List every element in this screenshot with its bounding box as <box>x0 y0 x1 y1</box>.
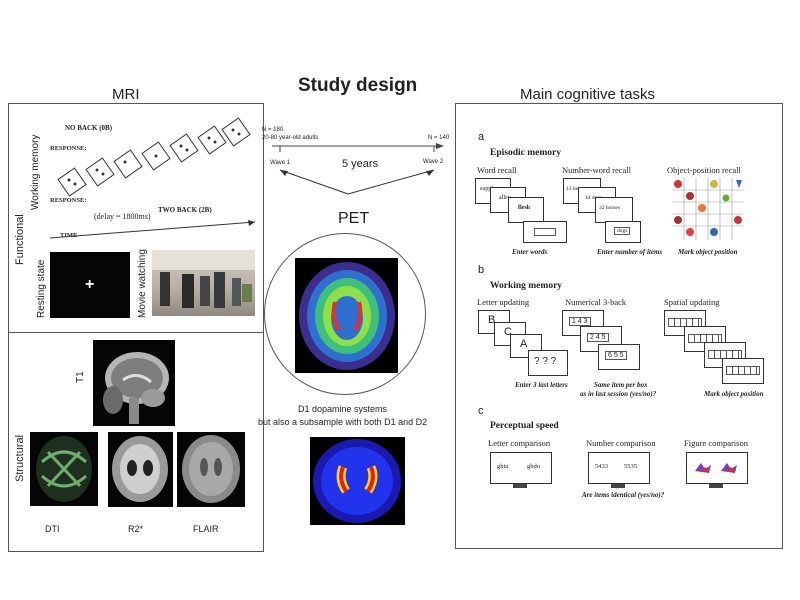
cognitive-heading: Main cognitive tasks <box>520 86 656 103</box>
t1-image <box>93 340 175 426</box>
pet-caption-line1: D1 dopamine systems <box>298 404 388 414</box>
response-label-bottom: RESPONSE: <box>50 197 87 204</box>
enter-number-instruction: Enter number of items <box>597 248 663 256</box>
letter-monitor-stand <box>513 484 527 488</box>
timeline-arrows <box>272 143 444 195</box>
object-position-recall-label: Object-position recall <box>667 165 741 175</box>
enter-letters-instruction: Enter 3 last letters <box>515 381 568 389</box>
numberword-entry-monitor: dogs <box>605 221 641 243</box>
mark-object-instruction-a: Mark object position <box>678 248 738 256</box>
mri-heading: MRI <box>112 86 140 103</box>
working-memory-title: Working memory <box>490 281 563 291</box>
letter-compare-monitor: ghtu ghdu <box>490 452 552 484</box>
nback-stimuli <box>49 117 256 239</box>
flair-image <box>177 432 245 507</box>
flair-label: FLAIR <box>193 524 219 534</box>
two-back-label: TWO BACK (2B) <box>158 206 212 214</box>
pet-d1-image <box>295 258 398 373</box>
section-c-letter: c <box>478 405 484 417</box>
wave1-label: Wave 1 <box>270 160 291 166</box>
response-label-top: RESPONSE: <box>50 145 87 152</box>
spatial-updating-label: Spatial updating <box>664 297 720 307</box>
enter-words-instruction: Enter words <box>512 248 548 256</box>
letter-updating-label: Letter updating <box>477 297 530 307</box>
perceptual-speed-title: Perceptual speed <box>490 421 559 431</box>
last-session-instruction: as in last session (yes/no)? <box>580 390 657 398</box>
same-item-instruction: Same item per box <box>594 381 648 389</box>
object-grid <box>672 178 744 240</box>
figure-shapes <box>695 463 737 473</box>
number-word-recall-label: Number-word recall <box>562 165 631 175</box>
fixation-cross-icon: + <box>85 276 95 293</box>
number-monitor-stand <box>611 484 625 488</box>
word-entry-monitor <box>523 221 567 243</box>
episodic-memory-title: Episodic memory <box>490 148 561 158</box>
pet-caption-line2: but also a subsample with both D1 and D2 <box>258 417 428 427</box>
number-compare-monitor: 5433 5535 <box>588 452 650 484</box>
delay-label: (delay = 1800ms) <box>94 212 151 221</box>
figure-compare-monitor <box>686 452 748 484</box>
dti-image <box>30 432 98 506</box>
letter-entry-monitor: ? ? ? <box>528 350 568 376</box>
figure-comparison-label: Figure comparison <box>684 438 748 448</box>
word-monitor-3: flesh <box>508 197 544 223</box>
letter-comparison-label: Letter comparison <box>488 438 551 448</box>
letter-monitor-3: A <box>510 334 542 358</box>
pet-d2-image <box>310 437 405 525</box>
wave2-label: Wave 2 <box>423 159 444 165</box>
r2-label: R2* <box>128 524 144 534</box>
section-b-letter: b <box>478 264 485 276</box>
time-label: TIME <box>60 232 78 239</box>
n-wave2-label: N = 140 <box>428 135 450 141</box>
resting-state-label: Resting state <box>36 259 47 318</box>
numberword-monitor-3: 32 horses <box>595 197 633 223</box>
section-a-letter: a <box>478 131 485 143</box>
identical-question: Are items identical (yes/no)? <box>582 491 665 499</box>
interval-label: 5 years <box>342 158 379 170</box>
no-back-label: NO BACK (0B) <box>65 124 113 132</box>
functional-label: Functional <box>14 214 26 265</box>
pet-heading: PET <box>338 210 370 227</box>
mark-object-instruction-b: Mark object position <box>704 390 764 398</box>
spatial-monitor-4 <box>722 358 764 384</box>
structural-label: Structural <box>14 434 26 482</box>
page-title: Study design <box>298 75 418 96</box>
resting-state-image: + <box>50 252 130 318</box>
number-comparison-label: Number comparison <box>586 438 656 448</box>
figure-monitor-stand <box>709 484 723 488</box>
numerical-3back-label: Numerical 3-back <box>565 297 627 307</box>
movie-still-image <box>152 250 255 316</box>
dti-label: DTI <box>45 524 60 534</box>
cohort-label: 20-80 year-old adults <box>262 135 319 141</box>
n-wave1-label: N = 180 <box>262 127 284 133</box>
t1-label: T1 <box>75 371 86 383</box>
nback-monitor-3: 6 5 5 <box>598 344 640 370</box>
word-recall-label: Word recall <box>477 165 517 175</box>
movie-watching-label: Movie watching <box>137 249 148 318</box>
r2-image <box>108 432 173 507</box>
mri-divider <box>9 332 263 333</box>
